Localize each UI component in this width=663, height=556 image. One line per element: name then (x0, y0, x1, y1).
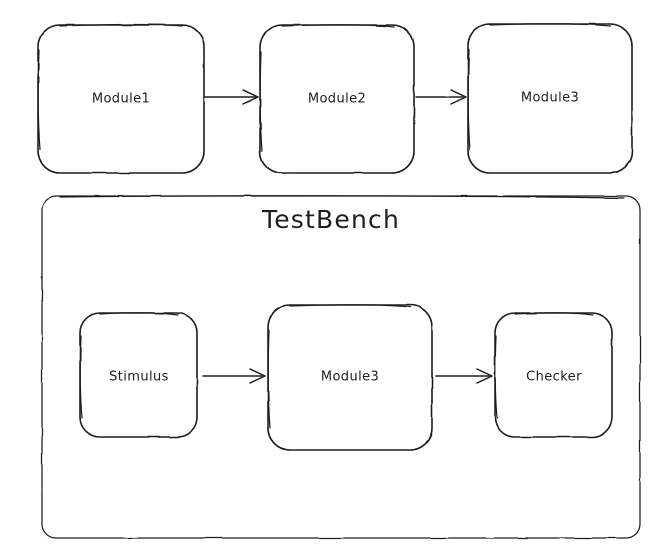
arrow-module1-module2 (204, 89, 259, 105)
arrow-stimulus-module3 (202, 368, 266, 384)
module3-under-test-box-sketch-top (289, 304, 411, 308)
testbench-container-sketch-top (59, 195, 625, 199)
node-checker[interactable]: Checker (494, 312, 613, 438)
module1-label: Module1 (92, 92, 150, 107)
module3-under-test-label: Module3 (321, 370, 379, 385)
checker-label: Checker (526, 370, 582, 385)
group-testbench[interactable]: TestBench Stimulus (41, 195, 641, 539)
module2-box-sketch-left (259, 51, 263, 152)
module2-label: Module2 (308, 92, 366, 107)
module1-box-sketch-top (59, 23, 183, 27)
node-module3-under-test[interactable]: Module3 (267, 304, 433, 451)
module3-dut-box-sketch-top (489, 23, 611, 27)
module3-dut-label: Module3 (521, 91, 579, 106)
arrow-module3-checker (435, 368, 493, 384)
module2-box-sketch-top (281, 24, 395, 28)
node-module3-dut[interactable]: Module3 (467, 23, 633, 174)
checker-box-sketch-left (494, 335, 498, 419)
testbench-container-box[interactable] (41, 195, 641, 539)
stimulus-label: Stimulus (109, 370, 169, 385)
module3-dut-box-sketch-left (467, 49, 471, 151)
node-module2[interactable]: Module2 (259, 24, 415, 174)
testbench-title: TestBench (261, 205, 400, 234)
stimulus-box-sketch-left (79, 335, 83, 419)
checker-box-sketch-top (514, 312, 594, 316)
stimulus-box-sketch-top (99, 312, 179, 316)
node-module1[interactable]: Module1 (37, 23, 205, 174)
design-hierarchy-row: Module1 Module2 (37, 23, 633, 174)
module1-box-sketch-left (37, 49, 41, 151)
module3-under-test-box-sketch-left (267, 329, 271, 429)
node-stimulus[interactable]: Stimulus (79, 312, 198, 438)
arrow-module2-module3 (415, 89, 467, 105)
